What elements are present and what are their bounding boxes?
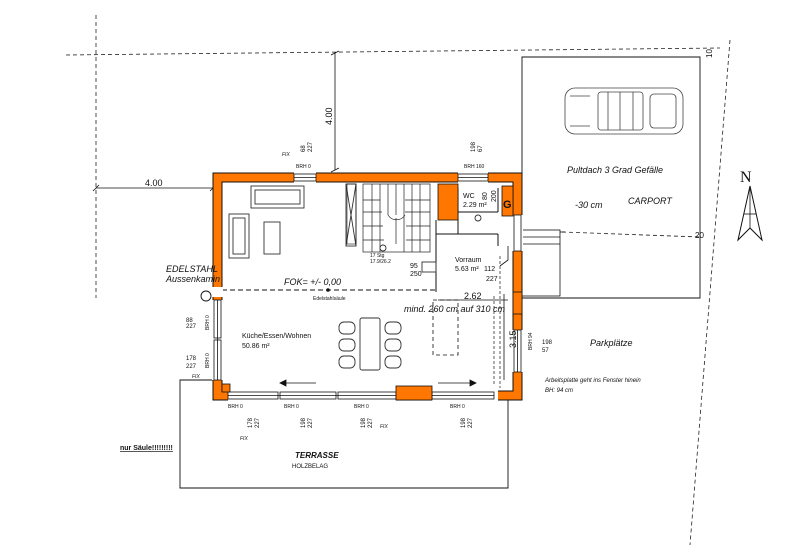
vorraum-room-name: Vorraum xyxy=(455,257,482,264)
window-top1-brh: BRH 0 xyxy=(296,164,311,170)
carport-label: CARPORT xyxy=(628,196,673,206)
window-top2-h: 67 xyxy=(478,145,484,152)
window-labels: 68 227 FIX BRH 0 198 67 BRH 160 88 227 B… xyxy=(186,141,553,442)
window-top1-fix: FIX xyxy=(282,152,290,158)
north-arrow-icon xyxy=(737,185,763,242)
holzbelag-label: HOLZBELAG xyxy=(292,464,328,470)
window-b2-w: 198 xyxy=(301,417,307,428)
living-room-area: 50.86 m² xyxy=(242,343,270,350)
dim-10: 10 xyxy=(705,49,714,58)
stair-dimensions: 17.9/26.2 xyxy=(370,259,391,265)
dim-227-door: 227 xyxy=(486,276,498,283)
parkplaetze-label: Parkplätze xyxy=(590,338,633,348)
chimney-icon xyxy=(200,290,212,302)
window-top1-h: 227 xyxy=(308,141,314,152)
entrance-steps xyxy=(521,229,565,297)
window-b4-h: 227 xyxy=(468,417,474,428)
sliding-arrows xyxy=(279,379,477,387)
window-left1-w: 88 xyxy=(186,318,193,324)
arbeitsplatte-label-2: BH: 94 cm xyxy=(545,388,573,394)
minus30-label: -30 cm xyxy=(575,200,603,210)
window-right1-h: 57 xyxy=(542,348,549,354)
wc-g-mark: G xyxy=(503,199,512,211)
dim-400-vertical: 4.00 xyxy=(324,107,334,125)
north-label: N xyxy=(740,169,752,186)
terrace-outline xyxy=(179,379,509,489)
terrasse-label: TERRASSE xyxy=(295,451,339,460)
wc-room-area: 2.29 m² xyxy=(463,202,487,209)
window-b3-fix: FIX xyxy=(380,424,388,430)
edelstahlsaeule-label: Edelstahlsäule xyxy=(313,296,346,302)
window-top2-brh: BRH 160 xyxy=(464,164,485,170)
carport-outline xyxy=(521,56,701,299)
nur-saeule-label: nur Säule!!!!!!!!! xyxy=(120,445,173,452)
window-b3-w: 198 xyxy=(361,417,367,428)
car-icon xyxy=(564,87,684,135)
mind-label: mind. 260 cm auf 310 cm xyxy=(404,304,506,314)
dim-250: 250 xyxy=(410,271,422,278)
structure-elements xyxy=(221,183,523,401)
furniture xyxy=(228,183,482,371)
window-right1-brh: BRH 94 xyxy=(528,332,534,350)
column-icon xyxy=(326,288,330,292)
window-b2-h: 227 xyxy=(308,417,314,428)
wc-room-name: WC xyxy=(463,193,475,200)
window-b3-h: 227 xyxy=(368,417,374,428)
window-left2-h: 227 xyxy=(186,364,197,370)
window-left2-brh: BRH 0 xyxy=(205,353,211,368)
staircase xyxy=(362,183,431,253)
vorraum-room-area: 5.63 m² xyxy=(455,266,479,273)
dim-112: 112 xyxy=(484,266,495,273)
window-top1-w: 68 xyxy=(301,145,307,152)
dim-95: 95 xyxy=(410,263,418,270)
edelstahl-label-1: EDELSTAHL xyxy=(166,264,218,274)
guide-lines xyxy=(65,15,731,546)
dim-262: 2.62 xyxy=(464,291,482,301)
fok-label: FOK= +/- 0,00 xyxy=(284,277,341,287)
kitchen-counter xyxy=(493,256,501,388)
window-left2-w: 178 xyxy=(186,356,197,362)
window-b4-brh: BRH 0 xyxy=(450,404,465,410)
dim-80: 80 xyxy=(482,192,489,200)
edelstahl-label-2: Aussenkamin xyxy=(165,274,220,284)
living-room-name: Küche/Essen/Wohnen xyxy=(242,333,311,340)
stair-count: 17 Stg xyxy=(370,253,385,259)
window-left2-fix: FIX xyxy=(192,374,200,380)
window-b1-brh: BRH 0 xyxy=(228,404,243,410)
window-b1-fix: FIX xyxy=(240,436,248,442)
window-right1-w: 198 xyxy=(542,340,553,346)
window-left1-h: 227 xyxy=(186,324,197,330)
dim-315: 3.15 xyxy=(508,330,518,348)
window-left1-brh: BRH 0 xyxy=(205,315,211,330)
dim-400-horizontal: 4.00 xyxy=(145,178,163,188)
arbeitsplatte-label-1: Arbeitsplatte geht ins Fenster hinein xyxy=(544,378,641,384)
window-b2-brh: BRH 0 xyxy=(284,404,299,410)
window-b1-h: 227 xyxy=(255,417,261,428)
window-top2-w: 198 xyxy=(471,141,477,152)
dimension-lines xyxy=(92,50,508,380)
dim-20: 20 xyxy=(695,231,704,240)
window-b4-w: 198 xyxy=(461,417,467,428)
window-b1-w: 178 xyxy=(248,417,254,428)
pultdach-label: Pultdach 3 Grad Gefälle xyxy=(567,165,663,175)
dim-200: 200 xyxy=(491,190,498,202)
window-b3-brh: BRH 0 xyxy=(354,404,369,410)
